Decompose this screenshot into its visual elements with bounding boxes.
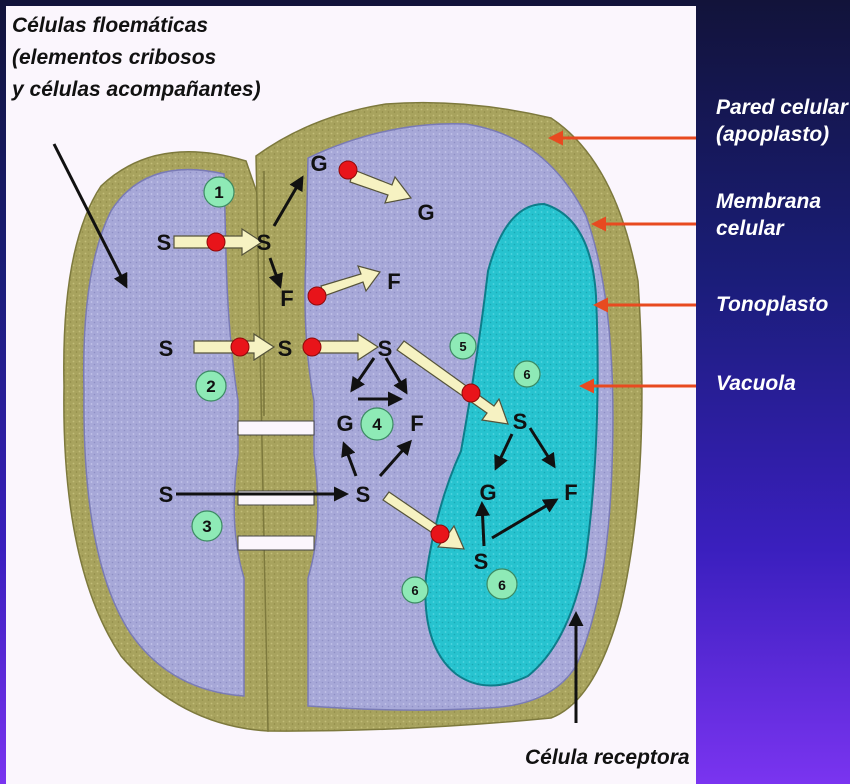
transporter (308, 287, 326, 305)
transporter (231, 338, 249, 356)
cell-membrane-label-line: Membrana (716, 188, 821, 215)
phloem-unloading-diagram: 1 2 3 4 5 6 6 6 S S G G F F S S S G F S … (6, 6, 696, 784)
fructose-label: F (410, 411, 423, 436)
step-number: 6 (523, 367, 530, 382)
step-number: 6 (498, 577, 506, 593)
tonoplast-label: Tonoplasto (716, 291, 828, 318)
phloem-label-line: (elementos cribosos (12, 44, 261, 71)
cell-membrane-label: Membrana celular (716, 188, 821, 242)
glucose-label: G (310, 151, 327, 176)
glucose-label: G (417, 200, 434, 225)
glucose-label: G (336, 411, 353, 436)
vacuole-label: Vacuola (716, 370, 796, 397)
step-number: 2 (206, 377, 215, 396)
cell-wall-label: Pared celular (apoplasto) (716, 94, 848, 148)
sucrose-label: S (474, 549, 489, 574)
sucrose-label: S (278, 336, 293, 361)
step-number: 4 (372, 415, 382, 434)
sucrose-label: S (356, 482, 371, 507)
phloem-label-line: Células floemáticas (12, 12, 261, 39)
step-number: 5 (459, 339, 466, 354)
fructose-label: F (387, 269, 400, 294)
step-number: 1 (214, 183, 223, 202)
phloem-label-line: y células acompañantes) (12, 76, 261, 103)
cell-wall-label-line: Pared celular (716, 94, 848, 121)
sucrose-label: S (159, 482, 174, 507)
phloem-cells-label: Células floemáticas (elementos cribosos … (12, 12, 261, 103)
step-number: 3 (202, 517, 211, 536)
reaction-arrow (482, 504, 484, 546)
sucrose-label: S (513, 409, 528, 434)
transporter (431, 525, 449, 543)
sucrose-label: S (157, 230, 172, 255)
receptor-cell-label: Célula receptora (525, 744, 690, 771)
glucose-label: G (479, 480, 496, 505)
cell-wall-label-line: (apoplasto) (716, 121, 848, 148)
transporter (339, 161, 357, 179)
fructose-label: F (280, 286, 293, 311)
transporter (462, 384, 480, 402)
plasmodesma-channel (238, 536, 314, 550)
cell-membrane-label-line: celular (716, 215, 821, 242)
plasmodesma-channel (238, 421, 314, 435)
step-number: 6 (411, 583, 418, 598)
fructose-label: F (564, 480, 577, 505)
diagram-panel: 1 2 3 4 5 6 6 6 S S G G F F S S S G F S … (6, 6, 696, 784)
transporter (207, 233, 225, 251)
sucrose-label: S (378, 336, 393, 361)
sucrose-label: S (257, 230, 272, 255)
sucrose-label: S (159, 336, 174, 361)
transporter (303, 338, 321, 356)
